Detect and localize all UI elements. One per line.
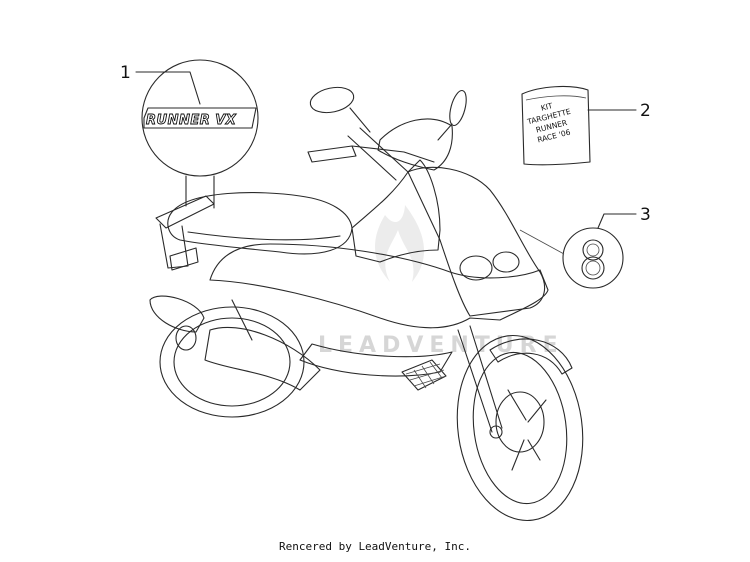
rear-wheel xyxy=(159,306,305,418)
callout-3: 8 3 xyxy=(519,205,651,301)
grab-rail xyxy=(155,195,215,229)
callout-3-leader xyxy=(597,213,637,229)
front-fork xyxy=(457,325,503,433)
mirror-left xyxy=(309,86,355,114)
body-lower xyxy=(209,243,549,329)
headlight-left xyxy=(459,255,493,281)
callout-1-leader xyxy=(135,71,201,105)
kit-bag xyxy=(521,86,591,166)
mirror-left-stem xyxy=(349,107,371,133)
windscreen xyxy=(377,118,453,171)
number-decal-upper-ring xyxy=(582,239,604,261)
front-spokes xyxy=(507,389,547,471)
watermark: LEADVENTURE xyxy=(318,205,558,358)
badge-circle xyxy=(141,59,259,177)
flame-logo-icon xyxy=(374,205,425,282)
floorboard xyxy=(299,343,453,377)
grill-mesh xyxy=(405,361,447,389)
number-decal-lower-ring xyxy=(581,256,605,280)
kit-line-1: KIT xyxy=(540,101,554,113)
brake-disc xyxy=(495,391,545,453)
rear-bracket xyxy=(159,223,189,269)
mirror-right-stem xyxy=(437,123,453,141)
kit-bag-fold xyxy=(525,95,587,101)
front-fender xyxy=(489,338,573,375)
callout-number-3: 3 xyxy=(640,205,651,225)
number-decal-label: 8 xyxy=(593,299,594,301)
rear-rim xyxy=(173,317,291,407)
handlebar xyxy=(351,145,435,163)
muffler-tip xyxy=(175,325,197,351)
callout-1: 1 RUNNER VX xyxy=(120,59,259,209)
front-hub xyxy=(489,425,503,439)
number-decal-circle xyxy=(562,227,624,289)
left-grip xyxy=(307,145,357,163)
callout-number-1: 1 xyxy=(120,63,131,83)
badge-pointer xyxy=(185,175,215,209)
seat-seam xyxy=(187,231,341,241)
muffler xyxy=(149,295,205,333)
number-decal-pointer xyxy=(519,229,565,255)
callout-number-2: 2 xyxy=(640,101,651,121)
headlight-right xyxy=(492,251,520,273)
kit-label: KIT TARGHETTE RUNNER RACE '06 xyxy=(526,101,572,144)
front-wheel xyxy=(456,334,584,522)
leg-shield xyxy=(351,159,441,263)
badge-plate xyxy=(143,107,257,129)
number-decal-upper-inner xyxy=(586,243,600,257)
mirror-right xyxy=(449,89,467,127)
engine-case xyxy=(204,326,321,391)
scooter-illustration xyxy=(149,86,584,522)
front-rim xyxy=(472,351,568,505)
number-decal-lower-inner xyxy=(585,260,601,276)
steering-column xyxy=(347,127,409,181)
footer-credit: Rencered by LeadVenture, Inc. xyxy=(278,540,472,553)
taillight xyxy=(169,247,199,271)
badge-text: RUNNER VX xyxy=(146,113,237,128)
callout-2: KIT TARGHETTE RUNNER RACE '06 2 xyxy=(521,86,651,166)
front-cowl xyxy=(407,166,546,317)
rear-shock xyxy=(231,299,253,341)
seat xyxy=(167,192,353,255)
